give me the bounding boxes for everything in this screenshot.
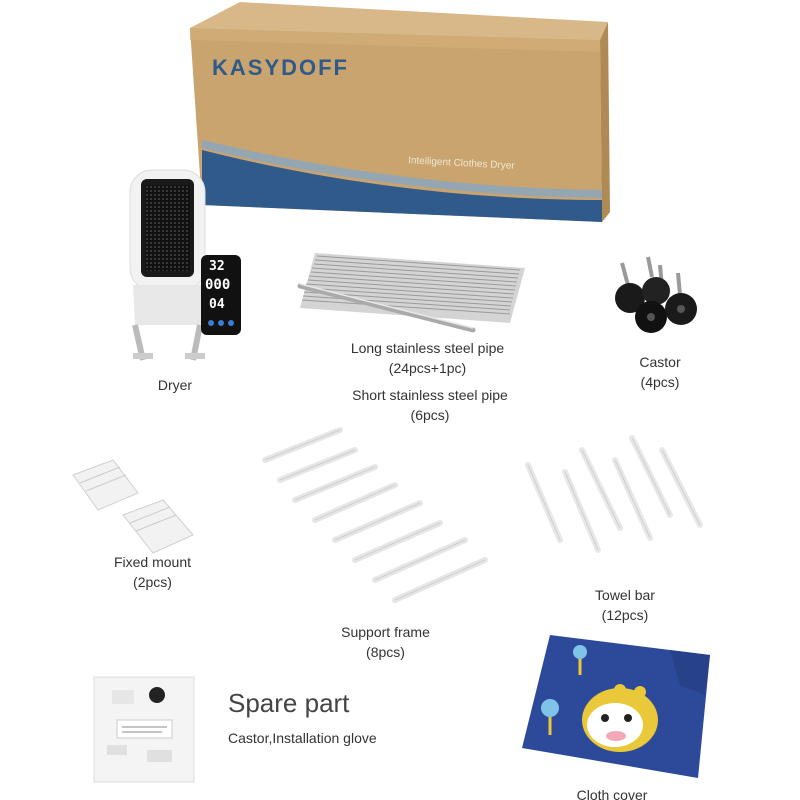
box-brand-logo: KASYDOFF bbox=[212, 55, 349, 80]
pipes-image bbox=[295, 248, 530, 333]
short-pipe-caption: Short stainless steel pipe (6pcs) bbox=[352, 387, 508, 423]
towel-bar-image bbox=[520, 430, 735, 565]
long-pipe-caption: Long stainless steel pipe (24pcs+1pc) bbox=[350, 340, 505, 376]
cardboard-box-image: KASYDOFF Intelligent Clothes Dryer bbox=[180, 0, 610, 225]
display-temp: 32 bbox=[209, 259, 225, 274]
dryer-caption: Dryer bbox=[157, 377, 193, 393]
towel-bar-caption: Towel bar (12pcs) bbox=[595, 587, 655, 623]
fixed-mount-image bbox=[68, 455, 198, 560]
fixed-mount-caption: Fixed mount (2pcs) bbox=[113, 554, 192, 590]
display-mode: 04 bbox=[209, 297, 225, 312]
support-frame-image bbox=[255, 425, 495, 610]
spare-part-title: Spare part bbox=[228, 688, 350, 718]
cloth-cover-image bbox=[520, 630, 715, 780]
spare-part-bag-image bbox=[92, 675, 197, 785]
support-frame-caption: Support frame (8pcs) bbox=[341, 624, 430, 660]
cloth-cover-caption: Cloth cover bbox=[576, 787, 648, 800]
display-time: 000 bbox=[205, 277, 231, 293]
castor-caption: Castor (4pcs) bbox=[639, 354, 681, 390]
dryer-image: 32 000 04 bbox=[125, 165, 245, 365]
spare-part-items: Castor,Installation glove bbox=[228, 730, 377, 746]
castor-image bbox=[600, 255, 705, 340]
